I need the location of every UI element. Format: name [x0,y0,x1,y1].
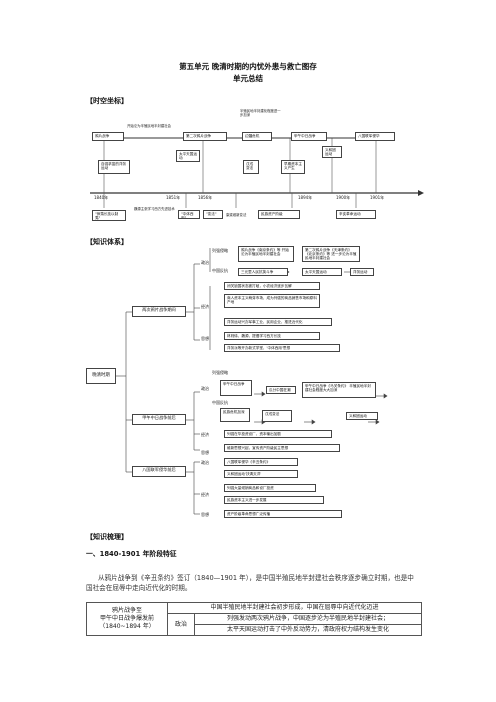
p1-cat-politics: 政治 [201,260,209,265]
table-politics-row-1: 列强发动两次鸦片战争，中国逐步沦为半殖民地半封建社会； [194,613,422,625]
timeline-box-sino-japanese-war: 甲午中日战争 [291,132,327,141]
table-politics-label: 政治 [167,613,195,636]
timeline-box-boxer: 义和团运动 [322,146,342,158]
p1-item-3: 三元里人民抗英斗争 [238,268,288,276]
timeline-box-bianfa: "变法" [203,210,223,219]
p1-item-1: 鸦片战争《南京条约》等 开始沦为半殖民地半封建社会 [238,246,294,262]
timeline-box-opium-war: 鸦片战争 [92,132,124,141]
p1-item-8: 洋务运动兴办军事工业、民用企业，推进近代化 [224,318,332,326]
table-summary-cell: 中国半殖民地半封建社会初步形成，中国在屈辱中向近代化迈进 [167,602,422,614]
p3-item-4: 民族资本主义进一步发展 [224,496,324,504]
p2-cat-thought: 思想 [201,450,209,455]
p1-item-9: 林则徐、魏源，提倡学习西方长技 [224,332,320,340]
year-1840: 1840年 [94,195,109,200]
p2-cat-economy: 经济 [201,432,209,437]
page-title: 第五单元 晚清时期的内忧外患与救亡图存 [179,62,317,71]
period-2: 甲午中日战争前后 [132,414,186,425]
p1-cat-economy: 经济 [201,304,209,309]
year-1851: 1851年 [166,195,181,200]
section-review: 【知识梳理】 [86,533,128,541]
p2-item-2: 甲午中日战争《马关条约》 半殖民地半封建社会程度大大加深 [302,382,376,398]
review-heading: 一、1840-1901 年阶段特征 [86,550,177,558]
timeline-note-1: 开始沦为半殖民地半封建社会 [127,124,172,128]
timeline-box-reform: 戊戌变法 [243,160,259,174]
p3-cat-thought: 思想 [201,512,209,517]
p1-invasion-label: 列强侵略 [212,248,228,253]
p3-cat-politics: 政治 [201,460,209,465]
timeline-box-frontier: 边疆危机 [242,132,272,141]
section-timeline: 【时空坐标】 [86,97,128,105]
p1-item-4: 太平天国运动 [302,268,342,276]
timeline-box-second-opium-war: 第二次鸦片战争 [183,132,227,141]
p2-item-6: 义和团运动 [346,412,378,420]
p3-item-5: 资产阶级革命思想广泛传播 [224,510,342,518]
p2-item-1: 甲午中日战争 [220,380,252,396]
timeline-box-bourgeoisie: 民族资产阶级 [258,210,300,219]
timeline-bottom-note-1: 魏源主张学习西方先进技术 [134,207,175,211]
stage-table: 鸦片战争至 甲午中日战争爆发前 （1840~1894 年） 中国半殖民地半封建社… [86,602,422,636]
p2-item-8: 维新思想兴起，宣传资产阶级民主思想 [224,444,340,452]
p1-resist-label: 中国反抗 [212,268,228,273]
p2-resist-label: 中国反抗 [212,400,228,405]
p2-item-3: 瓜分中国狂潮 [266,386,296,394]
year-1856: 1856年 [198,195,213,200]
period-1: 两次鸦片战争期间 [132,306,186,317]
p2-item-4: 民族危机加深 [220,408,250,422]
table-period-cell: 鸦片战争至 甲午中日战争爆发前 （1840~1894 年） [86,602,168,636]
p2-item-7: 列强在华投资设厂，资本输出加剧 [224,430,332,438]
p2-invasion-label: 列强侵略 [212,370,228,375]
period-3: 八国联军侵华前后 [132,466,186,477]
table-politics-row-2: 太平天国运动打击了中外反动势力，清政府权力结构发生变化 [194,624,422,636]
p1-item-5: 洋务运动 [350,268,374,276]
timeline-box-learn-west: "师夷长技以制夷" [92,210,126,221]
timeline-box-taiping: 太平天国运动 [176,150,200,162]
p1-item-6: 闭关锁国状态被打破，小农经济逐步瓦解 [224,282,320,290]
p3-item-2: 义和团运动'扶清灭洋' [224,470,298,478]
section-system: 【知识体系】 [86,238,128,246]
year-1894: 1894年 [298,195,313,200]
review-paragraph: 从鸦片战争到《辛丑条约》签订（1840—1901 年），是中国半殖民地半封建社会… [86,574,414,592]
p1-item-10: 洋务派等开办新式学堂，'中体西用'思想 [224,344,340,352]
year-1901: 1901年 [370,195,385,200]
p3-item-3: 列强大量倾销商品和设厂投资 [224,484,316,492]
year-1900: 1900年 [336,195,351,200]
timeline-note-2: 半殖民地半封建化程度进一步加深 [240,109,281,117]
tree-root: 晚清时期 [86,368,116,384]
timeline-box-zhongti: "中体西用" [178,210,200,219]
p1-item-2: 第二次鸦片战争《天津条约》《北京条约》等 进一步沦为半殖民地半封建社会 [302,246,360,262]
p3-item-1: 八国联军侵华《辛丑条约》 [224,458,298,466]
p3-cat-economy: 经济 [201,492,209,497]
page-subtitle: 单元总结 [233,74,263,83]
timeline-box-self-strengthening: 自强求富的洋务运动 [98,160,130,174]
timeline-bottom-note-2: 康梁维新变法 [226,213,247,217]
p1-item-7: 商人资本主义萌芽市场，成为列强的商品销售市场和原料产地 [224,294,320,308]
timeline-box-xinhai: 辛亥革命运动 [336,210,376,219]
p1-cat-thought: 思想 [201,336,209,341]
timeline-box-eight-nation: 八国联军侵华 [355,132,395,141]
timeline-box-capitalism: 早期资本主义产生 [281,160,305,174]
p2-item-5: 戊戌变法 [262,410,292,422]
p2-cat-politics: 政治 [201,386,209,391]
